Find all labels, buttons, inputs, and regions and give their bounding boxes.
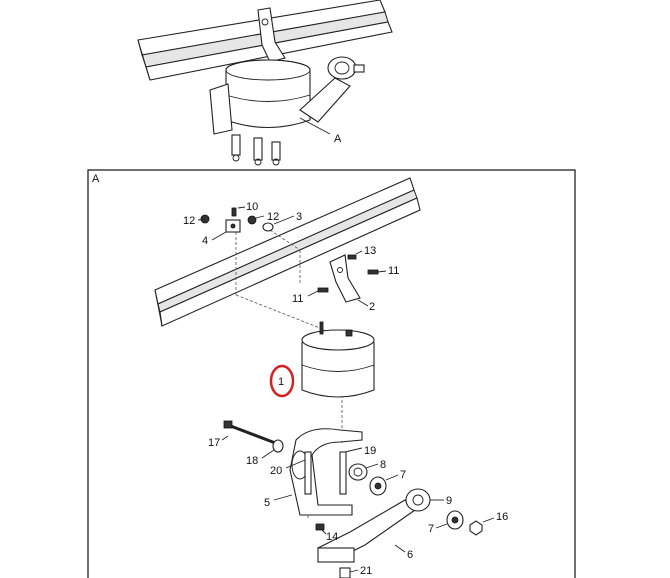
bolt-11-right xyxy=(367,269,379,275)
stud-19 xyxy=(339,451,347,495)
callout-21: 21 xyxy=(360,565,372,577)
callout-11-left: 11 xyxy=(292,293,303,305)
clamp-part-4 xyxy=(225,219,241,233)
leader-lines xyxy=(197,206,495,573)
callout-8: 8 xyxy=(380,459,386,471)
stud-20 xyxy=(304,451,312,495)
callout-19: 19 xyxy=(364,445,376,457)
callout-9: 9 xyxy=(446,495,452,507)
callout-17: 17 xyxy=(208,437,220,449)
overview-fittings xyxy=(231,134,281,166)
detail-frame-label: A xyxy=(92,173,100,185)
callout-labels: 12 10 12 3 4 13 11 11 2 1 17 18 19 20 8 … xyxy=(183,201,508,577)
detail-frame xyxy=(87,169,576,578)
nut-21 xyxy=(339,567,351,578)
screw-10 xyxy=(231,207,237,217)
callout-7-upper: 7 xyxy=(400,469,406,481)
callout-2: 2 xyxy=(369,301,375,313)
overview-air-bellow xyxy=(225,59,311,129)
callout-20: 20 xyxy=(270,465,282,477)
callout-16: 16 xyxy=(496,511,508,523)
exploded-view: 12 10 12 3 4 13 11 11 2 1 17 18 19 20 8 … xyxy=(154,177,508,578)
callout-12-right: 12 xyxy=(267,211,279,223)
overview-callout-a: A xyxy=(334,133,342,145)
bolt-13 xyxy=(347,254,357,260)
frame-rail xyxy=(154,177,421,327)
air-bellow-part-1 xyxy=(301,321,375,398)
washer-7-lower xyxy=(446,510,464,530)
callout-18: 18 xyxy=(246,455,258,467)
bolt-17 xyxy=(223,420,279,446)
overview-bushing xyxy=(327,56,365,80)
callout-10: 10 xyxy=(246,201,258,213)
bracket-part-2 xyxy=(329,254,361,303)
callout-7-lower: 7 xyxy=(428,523,434,535)
nut-16 xyxy=(469,520,483,536)
overview-bracket xyxy=(257,7,286,63)
callout-11-right: 11 xyxy=(388,265,399,277)
highlight-circle xyxy=(269,364,295,398)
callout-14: 14 xyxy=(326,531,338,543)
washer-18 xyxy=(272,439,284,453)
bolt-11-left xyxy=(317,287,329,293)
nut-12-right xyxy=(247,215,257,225)
arm-part-6 xyxy=(316,488,431,563)
callout-3: 3 xyxy=(296,211,302,223)
bushing-8 xyxy=(348,463,368,481)
callout-1: 1 xyxy=(278,376,284,388)
callout-13: 13 xyxy=(364,245,376,257)
overview-arm xyxy=(209,77,351,135)
washer-7-upper xyxy=(369,476,387,496)
callout-6: 6 xyxy=(407,549,413,561)
callout-12-left: 12 xyxy=(183,215,195,227)
nut-14 xyxy=(315,523,325,531)
callout-5: 5 xyxy=(264,497,270,509)
overview-assembly: A xyxy=(137,0,393,166)
callout-4: 4 xyxy=(202,235,208,247)
washer-3 xyxy=(262,222,274,232)
